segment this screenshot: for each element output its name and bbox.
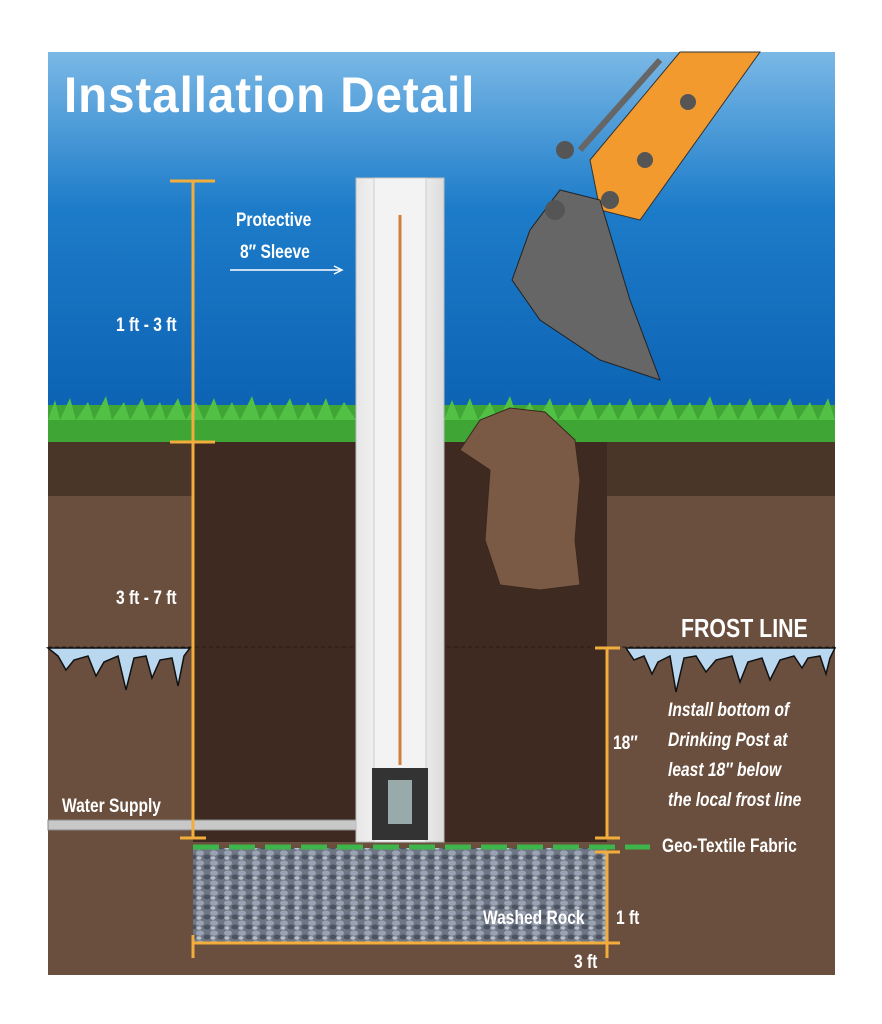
water-supply-label: Water Supply: [62, 796, 161, 817]
note-line: the local frost line: [668, 790, 802, 811]
water-supply-pipe: [47, 819, 361, 831]
grass-blades: [48, 396, 835, 420]
sleeve-arrow-head: [333, 265, 344, 275]
excavator-bucket: [511, 189, 661, 381]
trench-width-label: 3 ft: [574, 952, 598, 973]
note-line: least 18″ below: [668, 760, 782, 781]
valve-body: [388, 780, 412, 824]
frost-note: Install bottom of Drinking Post at least…: [668, 696, 801, 816]
frost-line-label: FROST LINE: [681, 613, 808, 643]
sleeve-label-1: Protective: [236, 210, 312, 231]
rock-depth-label: 1 ft: [616, 908, 640, 929]
icicles-left: [45, 647, 192, 691]
washed-rock-bed: [193, 848, 607, 943]
geo-textile-label: Geo-Textile Fabric: [662, 836, 797, 857]
note-line: Install bottom of: [668, 700, 790, 721]
washed-rock-label: Washed Rock: [483, 908, 585, 929]
note-line: Drinking Post at: [668, 730, 788, 751]
sleeve-label-2: 8″ Sleeve: [240, 242, 310, 263]
above-ground-height-label: 1 ft - 3 ft: [116, 315, 177, 336]
dirt-pile: [459, 407, 581, 591]
below-ground-depth-label: 3 ft - 7 ft: [116, 588, 177, 609]
excavator-arm: [511, 51, 761, 381]
depth-below-frost-label: 18″: [613, 733, 638, 754]
icicles-right: [624, 647, 837, 693]
page-title: Installation Detail: [64, 67, 476, 123]
dimension-lines: [170, 179, 620, 958]
